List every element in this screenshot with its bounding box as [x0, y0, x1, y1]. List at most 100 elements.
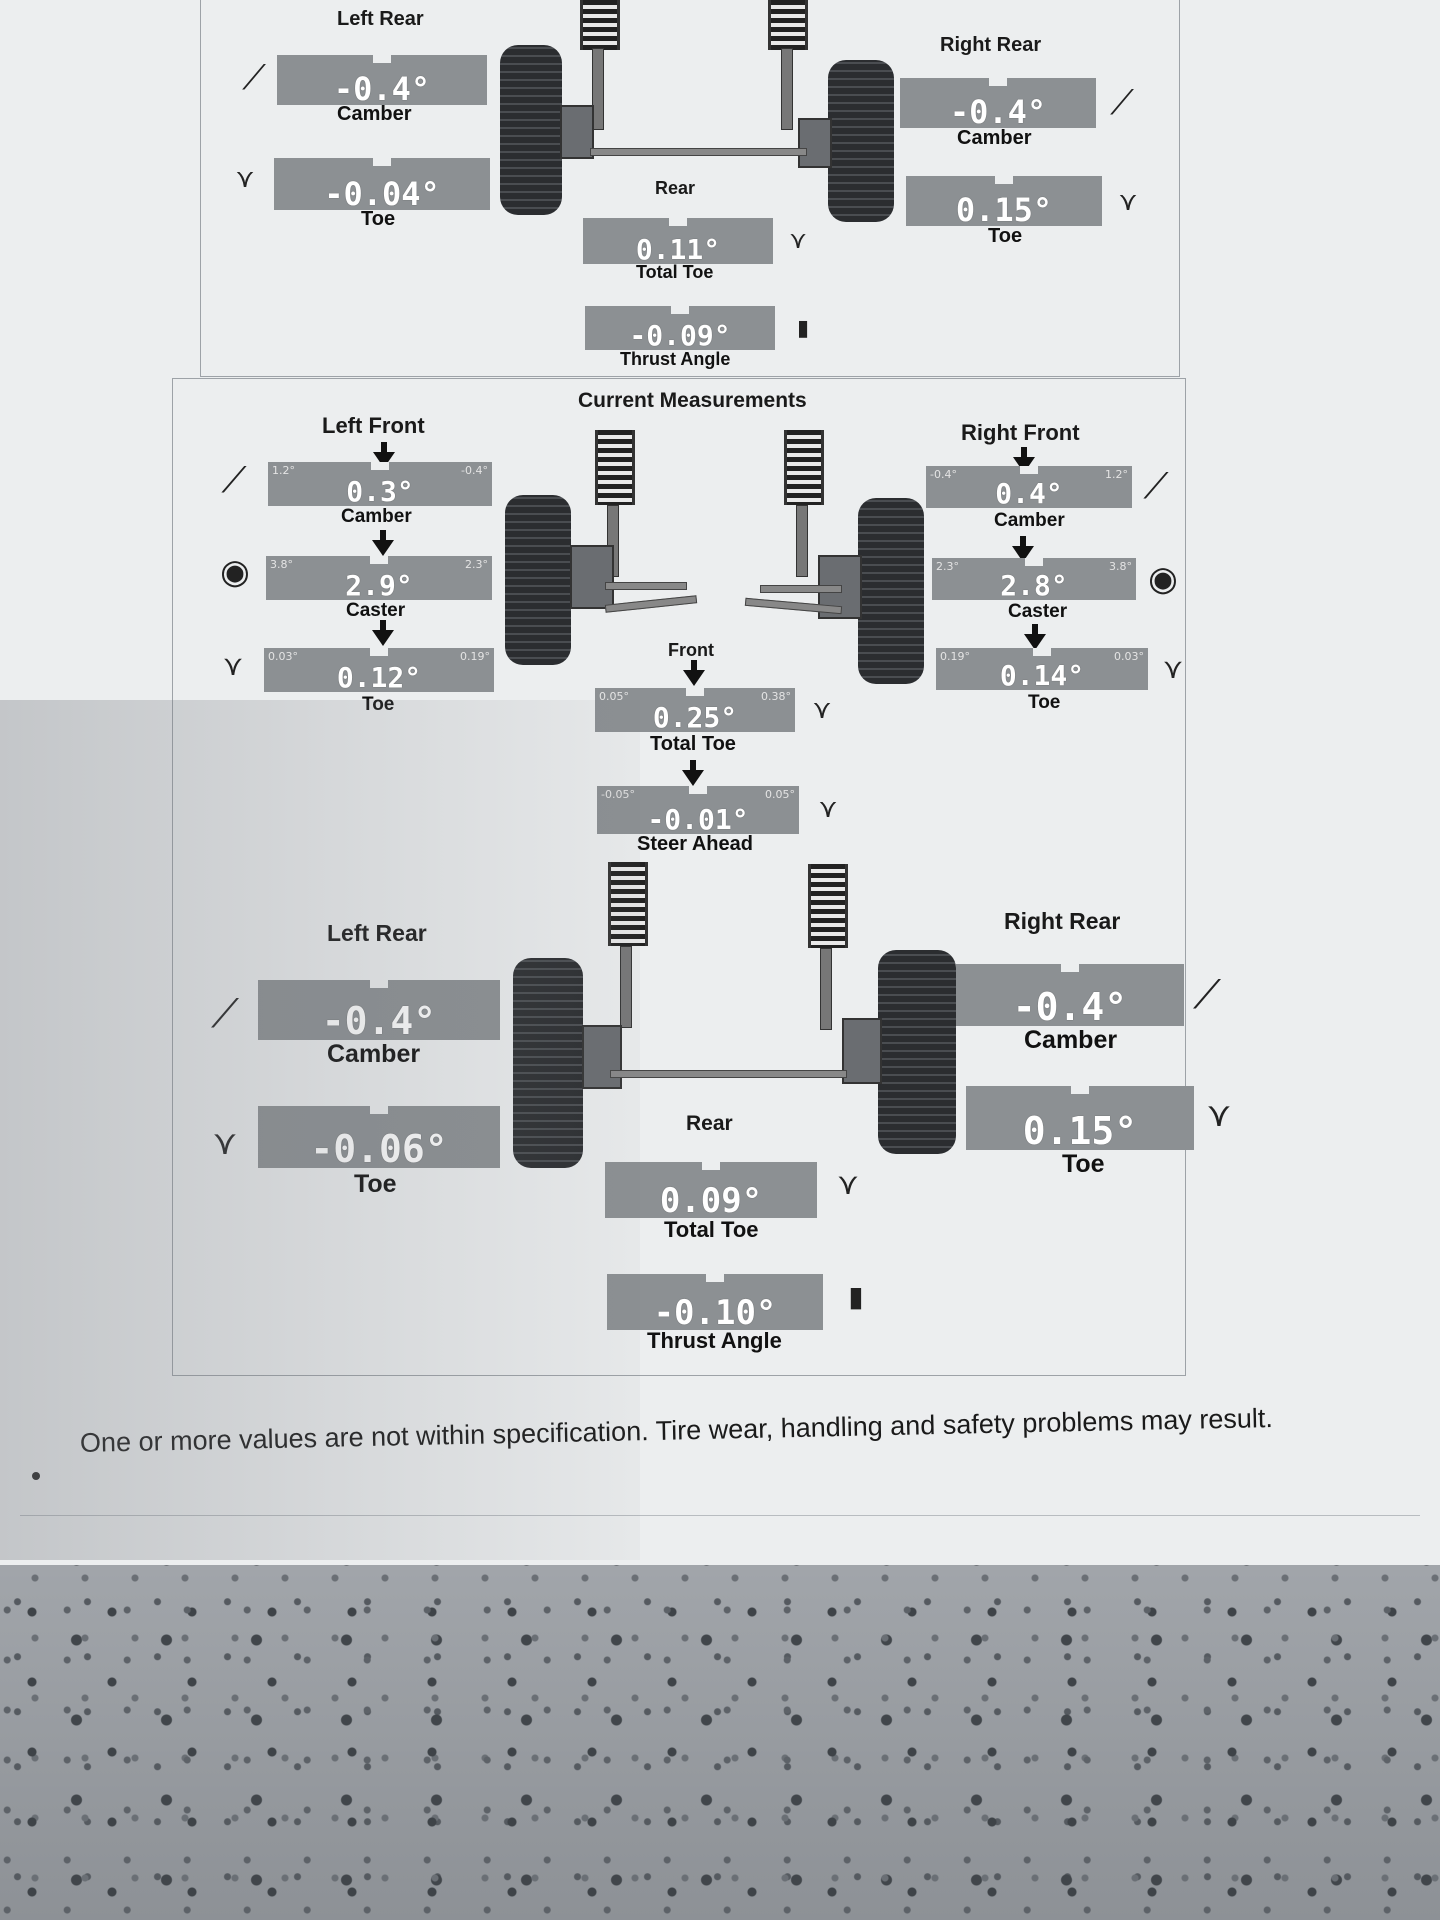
left-front-caster-gauge: 3.8° 2.3° 2.9°: [266, 556, 492, 600]
steer-ahead-max: 0.05°: [765, 788, 795, 801]
front-left-wheel: [505, 495, 571, 665]
left-rear-toe-label: Toe: [354, 1170, 397, 1198]
left-front-caster-min: 3.8°: [270, 558, 293, 571]
toe-icon: ⋎: [1118, 187, 1138, 217]
front-left-tie-rod: [605, 582, 687, 590]
current-measurements-title: Current Measurements: [578, 389, 807, 412]
rear-right-hub: [842, 1018, 882, 1084]
right-front-camber-gauge: -0.4° 1.2° 0.4°: [926, 466, 1132, 508]
front-right-tie-rod: [760, 585, 842, 593]
front-total-toe-value: 0.25°: [652, 701, 738, 734]
current-right-rear-title: Right Rear: [1004, 908, 1121, 934]
right-rear-camber-label: Camber: [1024, 1026, 1118, 1054]
top-total-toe-gauge: 0.11°: [583, 218, 773, 264]
rear-total-toe-gauge: 0.09°: [605, 1162, 817, 1218]
camber-icon: ⟋: [1193, 972, 1221, 1018]
steer-ahead-min: -0.05°: [601, 788, 635, 801]
top-right-toe-gauge: 0.15°: [906, 176, 1102, 226]
top-left-camber-gauge: -0.4°: [277, 55, 487, 105]
front-left-hub: [570, 545, 614, 609]
right-front-camber-min: -0.4°: [930, 468, 957, 481]
thrust-angle-value: -0.10°: [653, 1293, 777, 1333]
top-thrust-angle-label: Thrust Angle: [620, 349, 731, 369]
front-right-spring: [784, 430, 824, 505]
top-rear-panel: [200, 0, 1180, 377]
left-rear-camber-gauge: -0.4°: [258, 980, 500, 1040]
right-front-toe-label: Toe: [1028, 692, 1061, 713]
top-left-toe-gauge: -0.04°: [274, 158, 490, 210]
rear-axle-link: [610, 1070, 847, 1078]
spec-arrow-indicator: [372, 620, 394, 646]
rear-total-toe-label: Total Toe: [664, 1217, 759, 1242]
left-front-caster-label: Caster: [346, 600, 406, 621]
front-total-toe-gauge: 0.05° 0.38° 0.25°: [595, 688, 795, 732]
top-right-camber-value: -0.4°: [949, 93, 1047, 131]
top-right-strut: [781, 48, 793, 130]
right-front-caster-min: 2.3°: [936, 560, 959, 573]
left-front-camber-max: -0.4°: [461, 464, 488, 477]
current-rear-label: Rear: [686, 1112, 733, 1135]
front-total-toe-max: 0.38°: [761, 690, 791, 703]
current-measurements-panel: [172, 378, 1186, 1376]
right-front-title: Right Front: [961, 420, 1080, 445]
top-left-camber-label: Camber: [337, 103, 412, 125]
right-rear-toe-gauge: 0.15°: [966, 1086, 1194, 1150]
thrust-angle-icon: ▮: [848, 1279, 864, 1313]
right-rear-toe-label: Toe: [1062, 1150, 1105, 1178]
right-front-caster-gauge: 2.3° 3.8° 2.8°: [932, 558, 1136, 600]
top-right-camber-label: Camber: [957, 127, 1032, 149]
caster-icon: ◉: [220, 552, 250, 592]
front-total-toe-label: Total Toe: [650, 733, 736, 755]
top-rear-axle-link: [590, 148, 807, 156]
left-rear-toe-value: -0.06°: [310, 1127, 448, 1171]
toe-icon: ⋎: [837, 1166, 859, 1202]
rear-left-spring: [608, 862, 648, 946]
top-left-rear-title: Left Rear: [337, 8, 424, 30]
top-rear-label: Rear: [655, 178, 696, 198]
left-front-camber-value: 0.3°: [346, 475, 414, 508]
left-front-toe-min: 0.03°: [268, 650, 298, 663]
thrust-angle-icon: ▮: [796, 315, 810, 341]
top-right-toe-value: 0.15°: [955, 191, 1053, 229]
left-front-title: Left Front: [322, 413, 425, 438]
left-rear-toe-gauge: -0.06°: [258, 1106, 500, 1168]
top-right-toe-label: Toe: [988, 225, 1023, 247]
left-front-camber-gauge: 1.2° -0.4° 0.3°: [268, 462, 492, 506]
top-thrust-angle-gauge: -0.09°: [585, 306, 775, 350]
left-front-toe-max: 0.19°: [460, 650, 490, 663]
spec-arrow-indicator: [682, 760, 704, 786]
right-rear-camber-gauge: -0.4°: [956, 964, 1184, 1026]
right-front-toe-min: 0.19°: [940, 650, 970, 663]
spec-arrow-indicator: [683, 660, 705, 686]
left-front-camber-min: 1.2°: [272, 464, 295, 477]
specification-warning: One or more values are not within specif…: [79, 1403, 1274, 1458]
left-rear-camber-label: Camber: [327, 1040, 421, 1068]
thrust-angle-gauge: -0.10°: [607, 1274, 823, 1330]
rear-total-toe-value: 0.09°: [659, 1181, 763, 1221]
steer-ahead-value: -0.01°: [647, 803, 749, 836]
current-left-rear-title: Left Rear: [327, 920, 427, 946]
top-left-toe-label: Toe: [361, 208, 396, 230]
rear-right-wheel: [878, 950, 956, 1154]
camber-icon: ⟋: [221, 460, 247, 501]
camber-icon: ⟋: [242, 58, 266, 98]
top-total-toe-label: Total Toe: [636, 262, 714, 282]
toe-icon: ⋎: [1162, 651, 1184, 685]
toe-icon: ⋎: [235, 164, 255, 194]
top-right-rear-wheel: [828, 60, 894, 222]
steer-ahead-label: Steer Ahead: [637, 833, 753, 855]
top-thrust-angle-value: -0.09°: [629, 319, 731, 352]
left-front-camber-label: Camber: [341, 506, 412, 527]
right-front-toe-gauge: 0.19° 0.03° 0.14°: [936, 648, 1148, 690]
right-front-camber-label: Camber: [994, 510, 1065, 531]
camber-icon: ⟋: [1110, 83, 1134, 123]
left-front-caster-value: 2.9°: [345, 569, 413, 602]
rear-left-hub: [582, 1025, 622, 1089]
spec-arrow-indicator: [372, 530, 394, 556]
top-left-toe-value: -0.04°: [324, 175, 440, 213]
right-front-caster-max: 3.8°: [1109, 560, 1132, 573]
right-front-toe-max: 0.03°: [1114, 650, 1144, 663]
left-rear-camber-value: -0.4°: [321, 999, 437, 1043]
toe-icon: ⋎: [212, 1123, 238, 1163]
camber-icon: ⟋: [211, 991, 239, 1037]
